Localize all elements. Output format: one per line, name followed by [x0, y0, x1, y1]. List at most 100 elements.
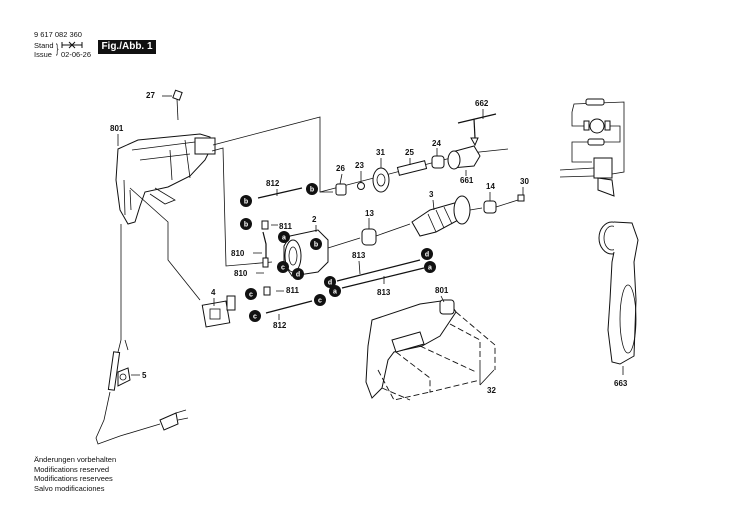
washer-30 [517, 194, 525, 202]
notice-line-de: Änderungen vorbehalten [34, 455, 117, 464]
brush-holder-810 [262, 257, 269, 268]
power-cord-5 [95, 339, 189, 445]
axis-line [495, 199, 519, 208]
notice-line-es: Salvo modificaciones [34, 483, 105, 493]
part-label-813: 813 [377, 288, 391, 297]
rod-813 [336, 259, 421, 282]
part-label-662: 662 [475, 99, 489, 108]
rod-813 [341, 267, 425, 289]
part-label-24: 24 [432, 139, 441, 148]
part-label-2: 2 [312, 215, 317, 224]
connector-letter: b [314, 242, 318, 249]
housing-half-801 [365, 299, 496, 401]
part-label-14: 14 [486, 182, 495, 191]
connector-marker-c: c [314, 294, 326, 306]
stand-label: Stand [34, 41, 54, 50]
screw-812 [257, 187, 303, 199]
leader-line [212, 116, 333, 193]
connector-circle [314, 294, 326, 306]
connector-letter: c [253, 314, 257, 321]
part-label-801: 801 [435, 286, 449, 295]
connector-circle [329, 285, 341, 297]
housing-801 [115, 133, 216, 225]
stator-2 [283, 229, 329, 277]
notice-line-fr: Modifications reservees [34, 474, 113, 484]
connector-circle [421, 248, 433, 260]
issue-label: Issue [34, 50, 52, 59]
chuck-661 [447, 145, 481, 170]
part-label-812: 812 [266, 179, 280, 188]
connector-circle [278, 231, 290, 243]
connector-circle [245, 288, 257, 300]
connector-letter: c [249, 292, 253, 299]
connector-marker-b: b [240, 218, 252, 230]
bearing-14 [483, 200, 497, 214]
connector-letter: d [425, 252, 429, 259]
connector-marker-d: d [292, 268, 304, 280]
part-label-810: 810 [231, 249, 245, 258]
part-label-810: 810 [234, 269, 248, 278]
connector-circle [240, 218, 252, 230]
connector-circle [424, 261, 436, 273]
bosch-symbol-icon [61, 41, 83, 49]
part-label-811: 811 [279, 222, 292, 231]
connector-marker-a: a [329, 285, 341, 297]
part-label-26: 26 [336, 164, 345, 173]
connector-circle [277, 261, 289, 273]
part-label-663: 663 [614, 379, 628, 388]
connector-letter: a [428, 265, 432, 272]
brush-810 [262, 231, 267, 258]
part-label-812: 812 [273, 321, 287, 330]
connector-letter: d [296, 272, 300, 279]
connector-marker-c: c [277, 261, 289, 273]
connector-letter: b [244, 222, 248, 229]
connector-marker-a: a [278, 231, 290, 243]
leader-line [211, 147, 273, 267]
part-label-801: 801 [110, 124, 124, 133]
part-label-3: 3 [429, 190, 434, 199]
connector-marker-d: d [324, 276, 336, 288]
axis-line [327, 237, 361, 249]
part-label-13: 13 [365, 209, 374, 218]
part-label-661: 661 [460, 176, 474, 185]
notice-line-en: Modifications reserved [34, 464, 110, 474]
nut-26 [335, 183, 347, 196]
leader-line [129, 187, 201, 301]
connector-letter: c [281, 265, 285, 272]
connector-letter: b [310, 187, 314, 194]
modifications-notice: Änderungen vorbehalten Modifications res… [34, 455, 116, 493]
connector-letter: c [318, 298, 322, 305]
bearing-24 [431, 155, 445, 169]
axis-line [375, 223, 411, 237]
part-label-25: 25 [405, 148, 414, 157]
connector-circle [324, 276, 336, 288]
figure-label: Fig./Abb. 1 [98, 40, 156, 54]
connector-marker-d: d [421, 248, 433, 260]
connector-marker-b: b [240, 195, 252, 207]
side-handle-663 [598, 221, 639, 375]
part-label-23: 23 [355, 161, 364, 170]
connector-marker-b: b [306, 183, 318, 195]
part-label-31: 31 [376, 148, 385, 157]
connector-letter: a [333, 289, 337, 296]
ring-23 [357, 182, 365, 190]
connector-letter: a [282, 235, 286, 242]
connector-marker-a: a [424, 261, 436, 273]
connector-marker-c: c [245, 288, 257, 300]
part-label-5: 5 [142, 371, 147, 380]
bearing-13 [361, 228, 377, 246]
armature-3 [411, 195, 483, 237]
part-label-30: 30 [520, 177, 529, 186]
connector-circle [240, 195, 252, 207]
connector-marker-b: b [310, 238, 322, 250]
connector-letter: d [328, 280, 332, 287]
gear-31 [372, 167, 390, 193]
connector-circle [310, 238, 322, 250]
connector-letter: b [244, 199, 248, 206]
connector-circle [292, 268, 304, 280]
screw-812 [265, 300, 313, 314]
part-label-813: 813 [352, 251, 366, 260]
chuck-key-662 [457, 113, 497, 147]
part-label-27: 27 [146, 91, 155, 100]
